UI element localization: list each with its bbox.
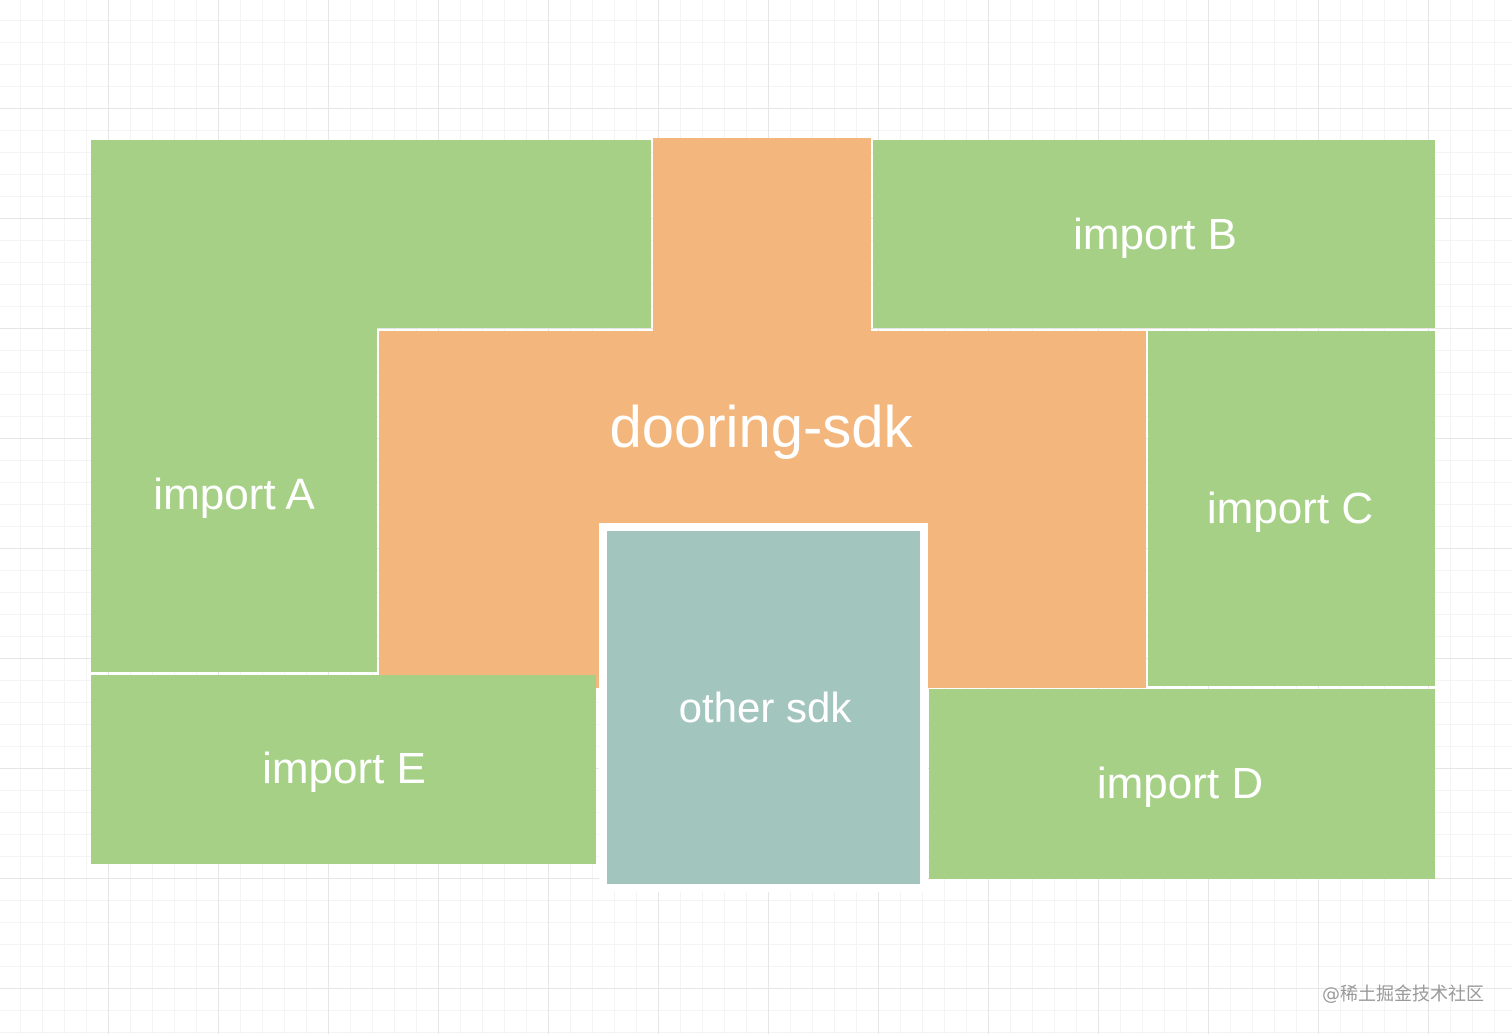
dooring-sdk-label: dooring-sdk xyxy=(609,395,913,460)
import-e-label: import E xyxy=(262,744,426,793)
import-d-block xyxy=(929,689,1435,879)
import-b-block xyxy=(873,140,1435,328)
import-e-block xyxy=(91,675,596,864)
import-c-block xyxy=(1148,331,1435,686)
import-c-label: import C xyxy=(1206,484,1374,533)
import-b-label: import B xyxy=(1073,210,1237,259)
import-a-label: import A xyxy=(153,470,315,519)
import-a-block xyxy=(91,318,377,672)
import-block-top-left xyxy=(91,140,651,328)
import-d-label: import D xyxy=(1096,759,1264,808)
dooring-sdk-block-top xyxy=(653,138,871,338)
watermark-text: @稀土掘金技术社区 xyxy=(1322,984,1484,1005)
other-sdk-block xyxy=(599,523,928,892)
other-sdk-label: other sdk xyxy=(678,684,852,731)
